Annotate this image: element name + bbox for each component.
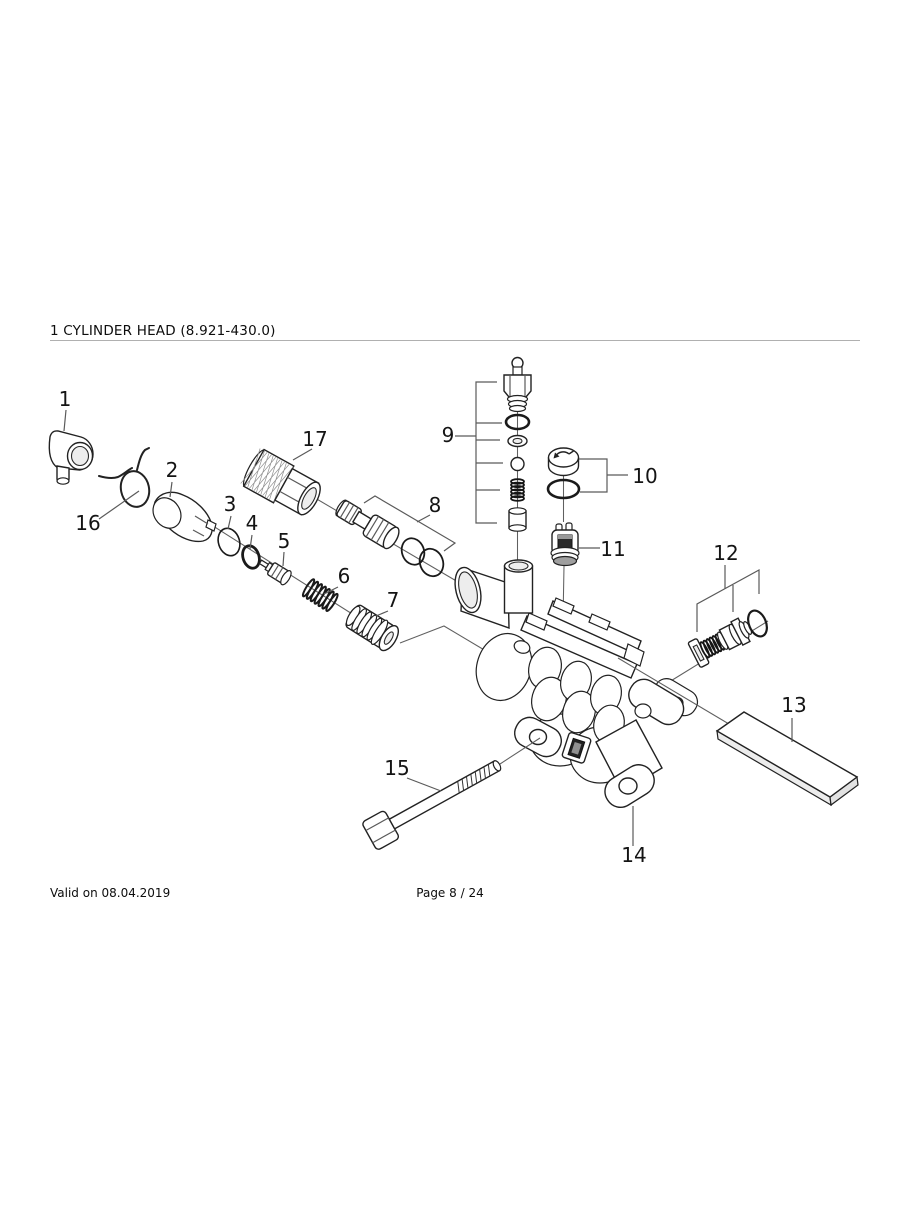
- part-3-o-ring: [217, 527, 241, 557]
- footer-valid-date: Valid on 08.04.2019: [50, 886, 171, 900]
- part-10-cap-and-o-ring: [546, 447, 581, 500]
- part-label-7: 7: [387, 588, 400, 612]
- leader-16: [98, 490, 140, 520]
- part-17-coupling-nut: [240, 448, 321, 516]
- part-labels: 1 2 3 4 5 6 7 8 9 10 11 12 13 14 15 16 1…: [59, 387, 807, 867]
- bracket-12: [696, 568, 760, 632]
- part-label-3: 3: [224, 492, 237, 516]
- part-label-10: 10: [632, 464, 657, 488]
- part-label-11: 11: [600, 537, 625, 561]
- bracket-9: [475, 381, 503, 524]
- part-label-9: 9: [442, 423, 455, 447]
- footer-page-number: Page 8 / 24: [416, 886, 484, 900]
- title-rule: [50, 340, 860, 341]
- leader-4: [249, 534, 253, 550]
- leader-2: [169, 481, 173, 498]
- part-2-valve-cap: [152, 491, 217, 543]
- part-5-valve-pin: [258, 559, 292, 586]
- part-label-16: 16: [75, 511, 100, 535]
- part-15-hex-bolt: [362, 760, 502, 850]
- part-label-1: 1: [59, 387, 72, 411]
- leader-8: [416, 514, 431, 523]
- part-16-wire-clip: [98, 447, 151, 508]
- part-label-4: 4: [246, 511, 259, 535]
- part-7-grooved-piston: [345, 604, 400, 652]
- part-label-13: 13: [781, 693, 806, 717]
- part-label-14: 14: [621, 843, 646, 867]
- part-label-12: 12: [713, 541, 738, 565]
- axis-lines: [171, 372, 769, 688]
- part-label-6: 6: [338, 564, 351, 588]
- part-12-valve-assembly: [687, 609, 768, 668]
- body-connection-lines: [499, 657, 735, 765]
- part-14-cylinder-head-body: [454, 559, 699, 808]
- leader-17: [292, 448, 313, 461]
- part-8-valve-piston: [335, 499, 445, 578]
- bracket-10: [579, 458, 628, 493]
- part-label-15: 15: [384, 756, 409, 780]
- part-label-2: 2: [166, 458, 179, 482]
- part-9-valve-stack: [503, 356, 532, 532]
- leader-lines: [63, 381, 793, 846]
- leader-15: [406, 777, 442, 792]
- part-label-5: 5: [278, 529, 291, 553]
- leader-3: [227, 515, 232, 530]
- leader-5: [282, 551, 285, 567]
- bracket-8: [363, 495, 457, 552]
- part-11-valve-insert: [550, 522, 580, 567]
- leader-1: [63, 409, 67, 432]
- part-6-spring: [301, 578, 339, 613]
- leader-7: [375, 610, 389, 617]
- part-13-cover-plate: [715, 711, 859, 807]
- part-1-elbow-fitting: [48, 430, 94, 485]
- part-label-8: 8: [429, 493, 442, 517]
- page-title: 1 CYLINDER HEAD (8.921-430.0): [50, 323, 276, 339]
- leader-6: [323, 586, 339, 595]
- part-label-17: 17: [302, 427, 327, 451]
- part-4-o-ring: [241, 544, 261, 570]
